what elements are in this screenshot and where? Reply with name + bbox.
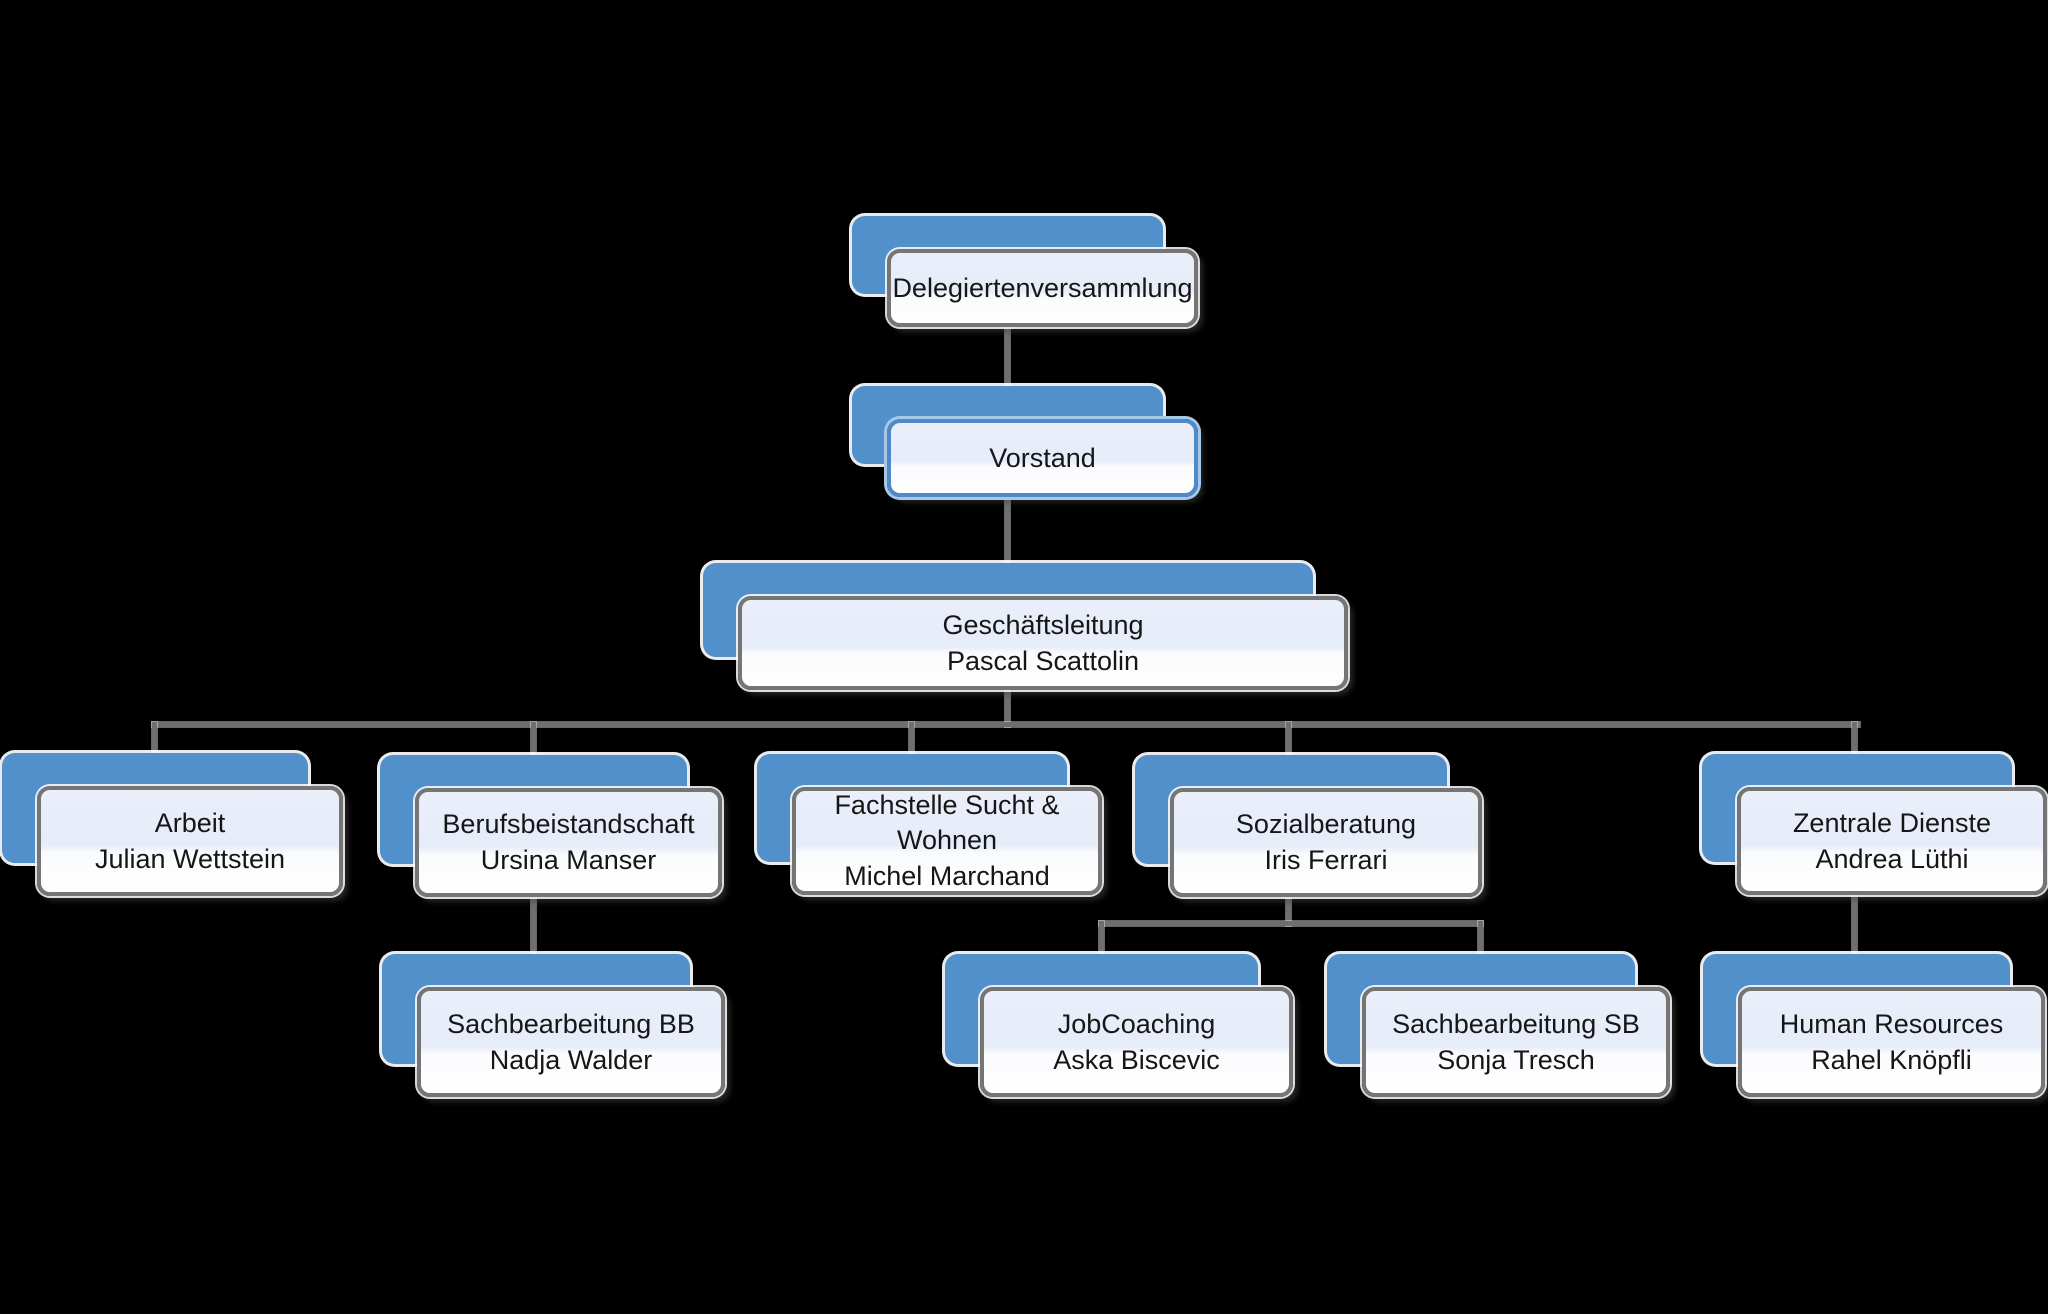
- node-person: Nadja Walder: [489, 1044, 653, 1075]
- node-person: Julian Wettstein: [94, 843, 286, 874]
- connector-drop-fachstelle: [909, 722, 914, 767]
- node-label-box: Geschäftsleitung Pascal Scattolin: [738, 596, 1348, 690]
- connector-bus-level2: [152, 722, 1860, 727]
- node-title: Zentrale Dienste: [1792, 807, 1992, 838]
- node-label-box: JobCoaching Aska Biscevic: [980, 987, 1293, 1097]
- connector-berufsbeistandschaft-sachbearbeitung-bb: [531, 890, 536, 970]
- connector-sozialberatung-minibus: [1286, 890, 1291, 926]
- node-title: Fachstelle Sucht & Wohnen: [834, 790, 1060, 855]
- connector-drop-arbeit: [152, 722, 157, 767]
- node-label-box: Delegiertenversammlung: [887, 249, 1198, 327]
- node-title: JobCoaching: [1057, 1008, 1216, 1039]
- connector-delegiertenversammlung-vorstand: [1005, 300, 1010, 410]
- node-title: Sachbearbeitung SB: [1392, 1008, 1640, 1039]
- connector-drop-jobcoaching: [1099, 921, 1104, 969]
- node-person: Sonja Tresch: [1437, 1044, 1595, 1075]
- node-person: Ursina Manser: [480, 845, 657, 875]
- node-title: Sachbearbeitung BB: [447, 1008, 695, 1039]
- connector-bus-sozialberatung-children: [1099, 921, 1483, 926]
- node-title: Arbeit: [154, 807, 226, 838]
- connector-drop-berufsbeistandschaft: [531, 722, 536, 767]
- node-person: Aska Biscevic: [1053, 1044, 1220, 1075]
- node-label-box: Fachstelle Sucht & Wohnen Michel Marchan…: [792, 787, 1102, 895]
- connector-drop-sozialberatung: [1286, 722, 1291, 767]
- connector-zentrale-dienste-human-resources: [1852, 890, 1857, 970]
- node-label-box: Vorstand: [887, 419, 1198, 497]
- node-label-box: Human Resources Rahel Knöpfli: [1738, 987, 2045, 1097]
- node-label-box: Sachbearbeitung SB Sonja Tresch: [1362, 987, 1670, 1097]
- node-title: Berufsbeistandschaft: [442, 809, 695, 839]
- node-label-box: Sachbearbeitung BB Nadja Walder: [417, 987, 725, 1097]
- node-label-box: Arbeit Julian Wettstein: [37, 786, 343, 896]
- node-label-box: Sozialberatung Iris Ferrari: [1170, 788, 1482, 897]
- connector-drop-sachbearbeitung-sb: [1478, 921, 1483, 969]
- node-label-box: Berufsbeistandschaft Ursina Manser: [415, 788, 722, 897]
- node-person: Rahel Knöpfli: [1811, 1044, 1972, 1075]
- node-person: Michel Marchand: [844, 861, 1050, 891]
- node-person: Pascal Scattolin: [946, 645, 1140, 676]
- node-title: Geschäftsleitung: [942, 609, 1144, 640]
- node-title: Sozialberatung: [1235, 809, 1417, 839]
- connector-vorstand-geschaeftsleitung: [1005, 470, 1010, 600]
- node-label-box: Zentrale Dienste Andrea Lüthi: [1737, 787, 2047, 895]
- connector-drop-zentrale-dienste: [1852, 722, 1857, 767]
- node-person: Iris Ferrari: [1264, 845, 1388, 875]
- node-person: Andrea Lüthi: [1815, 843, 1969, 874]
- connector-geschaeftsleitung-bus: [1005, 685, 1010, 727]
- node-title: Vorstand: [989, 442, 1096, 473]
- node-title: Human Resources: [1779, 1008, 2004, 1039]
- node-title: Delegiertenversammlung: [892, 272, 1193, 303]
